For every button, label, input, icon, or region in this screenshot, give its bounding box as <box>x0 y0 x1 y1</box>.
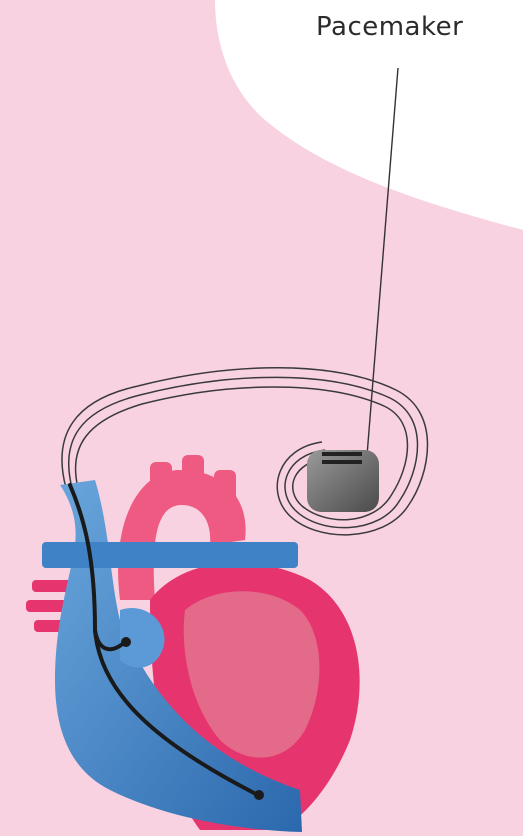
pacemaker-label: Pacemaker <box>316 12 463 42</box>
pacemaker-device <box>307 450 379 512</box>
